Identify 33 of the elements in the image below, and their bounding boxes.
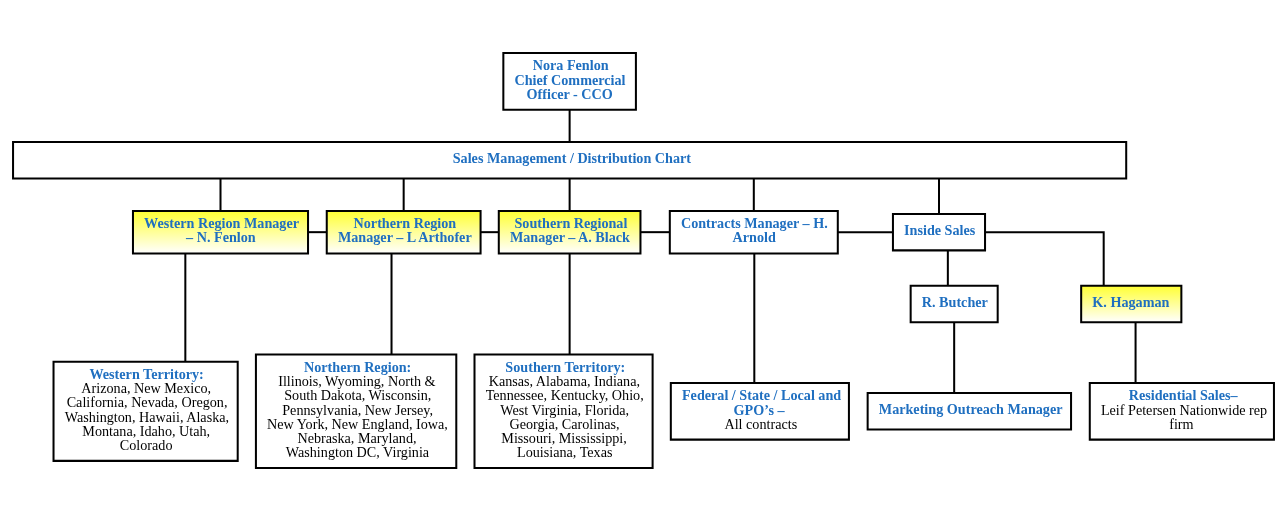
connector	[480, 230, 499, 233]
connector	[402, 178, 405, 211]
node-box: Western Region Manager – N. Fenlon	[131, 209, 310, 254]
node-box: K. Hagaman	[1080, 284, 1183, 323]
node-box: Marketing Outreach Manager	[866, 391, 1073, 430]
connector	[752, 178, 755, 211]
connector	[985, 230, 1105, 285]
node-box: Northern Region Manager – L Arthofer	[325, 209, 482, 254]
node-box: Western Territory: Arizona, New Mexico, California, Nevada, Oregon, Washington, Hawaii, Alaska, Montana, Idaho, Utah, Colorado	[52, 360, 239, 462]
node-box: Inside Sales	[891, 212, 987, 251]
node-box: Residential Sales– Leif Petersen Nationwide rep firm	[1088, 381, 1275, 441]
node-box: Nora Fenlon Chief Commercial Officer - CCO	[502, 51, 637, 111]
connector	[938, 178, 940, 213]
node-box: R. Butcher	[909, 284, 999, 323]
connector	[184, 253, 187, 361]
connector	[753, 253, 756, 383]
connector	[568, 178, 571, 211]
node-box: Southern Regional Manager – A. Black	[497, 209, 642, 254]
node-box: Southern Territory: Kansas, Alabama, Indiana, Tennessee, Kentucky, Ohio, West Virginia, Florida, Georgia, Carolinas, Missouri, Mississippi, Louisiana, Texas	[473, 353, 654, 469]
connector	[953, 322, 956, 393]
connector	[308, 230, 327, 233]
connector	[390, 253, 393, 354]
node-box: Contracts Manager – H. Arnold	[668, 209, 839, 254]
connector	[640, 230, 670, 233]
connector	[1134, 322, 1137, 383]
node-box: Northern Region: Illinois, Wyoming, North & South Dakota, Wisconsin, Pennsylvania, New Jersey, New York, New England, Iowa, Nebraska, Maryland, Washington DC, Virginia	[254, 353, 458, 469]
node-box: Sales Management / Distribution Chart	[12, 140, 1128, 180]
connector	[838, 230, 893, 233]
connector	[219, 178, 222, 211]
connector	[568, 253, 571, 354]
connector	[946, 250, 949, 285]
connector	[568, 109, 571, 142]
node-box: Federal / State / Local and GPO’s – All contracts	[669, 381, 850, 441]
